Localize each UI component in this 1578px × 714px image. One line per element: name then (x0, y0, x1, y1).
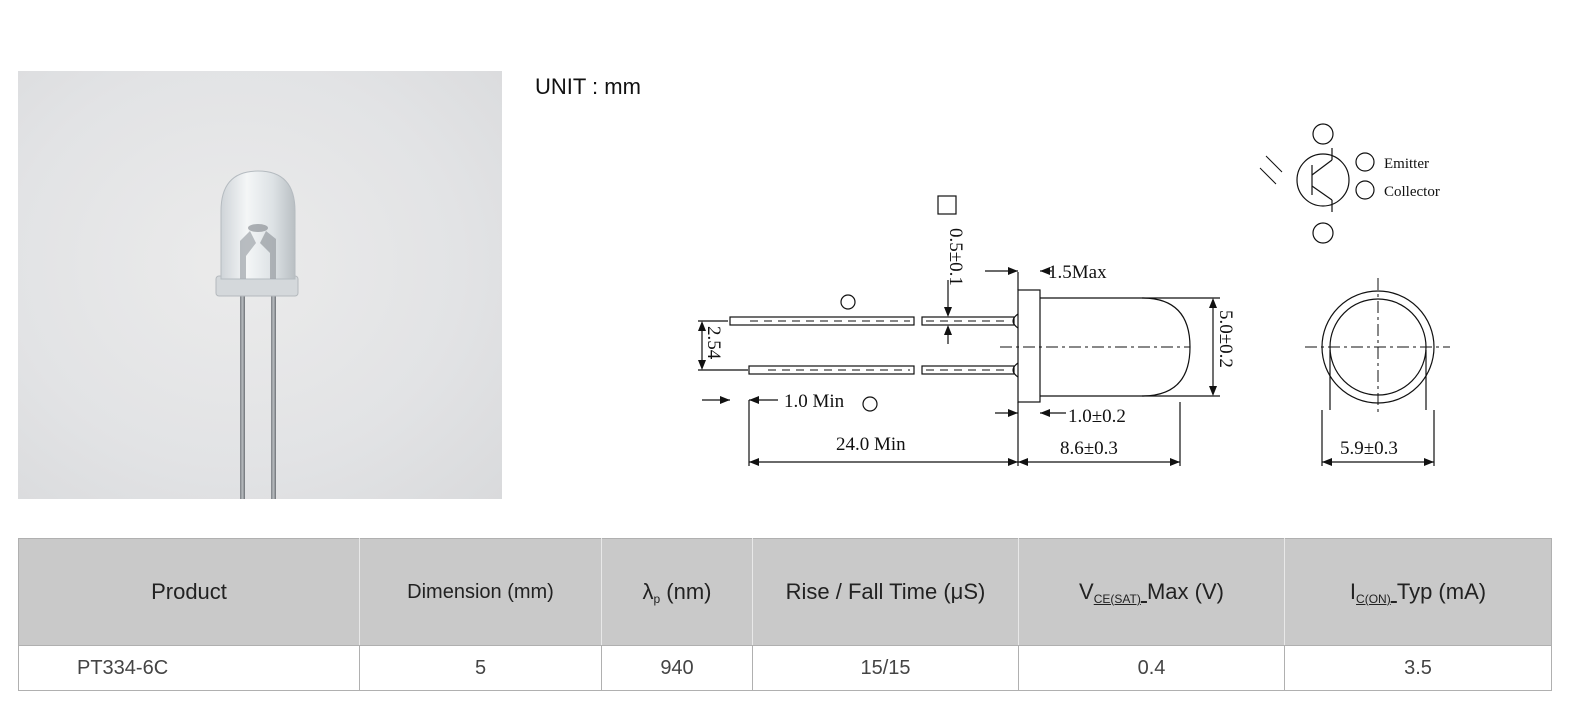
unit-label: UNIT : mm (535, 74, 641, 99)
pin-2-name: Collector (1384, 184, 1440, 200)
dim-lead-length: 24.0 Min (836, 434, 906, 455)
led-image (215, 170, 299, 499)
dim-flange: 1.5Max (1048, 262, 1107, 283)
upper-lead (729, 316, 915, 326)
header-vce: VCE(SAT) Max (V) (1018, 538, 1285, 646)
header-ic: IC(ON) Typ (mA) (1284, 538, 1552, 646)
header-product: Product (18, 538, 360, 646)
dim-pitch: 2.54 (703, 326, 724, 360)
table-row: PT334-6C 5 940 15/15 0.4 3.5 (18, 645, 1552, 691)
cell-vce: 0.4 (1018, 645, 1285, 691)
header-rise-fall: Rise / Fall Time (μS) (752, 538, 1019, 646)
cell-ic: 3.5 (1284, 645, 1552, 691)
dim-flange-diameter: 5.9±0.3 (1340, 438, 1398, 459)
cell-rise-fall: 15/15 (752, 645, 1019, 691)
flange (1017, 289, 1041, 403)
product-photo (18, 71, 502, 499)
pin-1-name: Emitter (1384, 156, 1429, 172)
cell-dimension: 5 (359, 645, 602, 691)
lower-lead (748, 365, 915, 375)
dim-body-length: 8.6±0.3 (1060, 438, 1118, 459)
dim-lead-square: 0.5±0.1 (945, 228, 966, 286)
cell-product: PT334-6C (18, 645, 360, 691)
dim-flange-thick: 1.0±0.2 (1068, 406, 1126, 427)
header-dimension: Dimension (mm) (359, 538, 602, 646)
dim-lead-min: 1.0 Min (784, 391, 845, 412)
header-wavelength: λp (nm) (601, 538, 753, 646)
spec-table: Product Dimension (mm) λp (nm) Rise / Fa… (18, 538, 1552, 691)
cell-wavelength: 940 (601, 645, 753, 691)
dim-diameter: 5.0±0.2 (1215, 310, 1236, 368)
table-header-row: Product Dimension (mm) λp (nm) Rise / Fa… (18, 538, 1552, 646)
mechanical-drawing: 0.5±0.1 1.5Max 2.54 5.0±0.2 1.0 Min 1.0±… (698, 123, 1450, 466)
